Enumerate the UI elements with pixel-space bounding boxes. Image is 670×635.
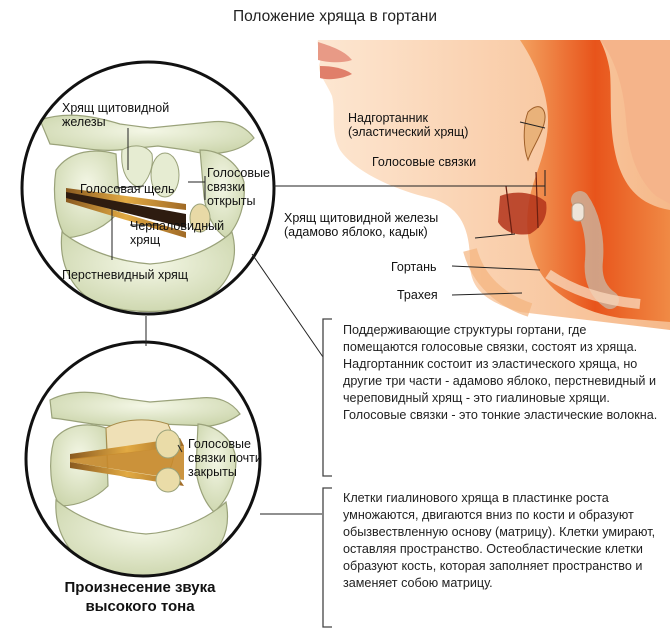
label-thyroid-cartilage-neck: Хрящ щитовидной железы (адамово яблоко, … — [284, 211, 439, 239]
label-thyroid-cartilage-top: Хрящ щитовидной железы — [62, 101, 170, 129]
text-box-brackets — [322, 318, 332, 628]
label-epiglottis: Надгортанник (эластический хрящ) — [348, 111, 469, 139]
label-vocal-cords-neck: Голосовые связки — [372, 155, 477, 169]
label-cricoid-cartilage: Перстневидный хрящ — [62, 268, 189, 282]
label-vocal-cords-closed: Голосовые связки почти закрыты — [188, 437, 262, 479]
top-larynx-view — [20, 60, 276, 316]
text-box-hyaline-growth: Клетки гиалинового хряща в пластинке рос… — [343, 491, 656, 590]
caption-high-tone: Произнесение звука высокого тона — [64, 579, 216, 615]
text-box-cartilage-structure: Поддерживающие структуры гортани, где по… — [343, 323, 658, 422]
label-arytenoid-cartilage: Черпаловидный хрящ — [130, 219, 225, 247]
label-vocal-cords-open: Голосовые связки открыты — [207, 166, 270, 208]
leader-lines — [111, 121, 546, 515]
page-title: Положение хряща в гортани — [232, 8, 437, 25]
label-glottis: Голосовая щель — [80, 182, 175, 196]
label-larynx: Гортань — [391, 260, 437, 274]
label-trachea: Трахея — [397, 288, 438, 302]
bottom-larynx-view — [24, 340, 262, 578]
neck-section — [317, 40, 670, 330]
